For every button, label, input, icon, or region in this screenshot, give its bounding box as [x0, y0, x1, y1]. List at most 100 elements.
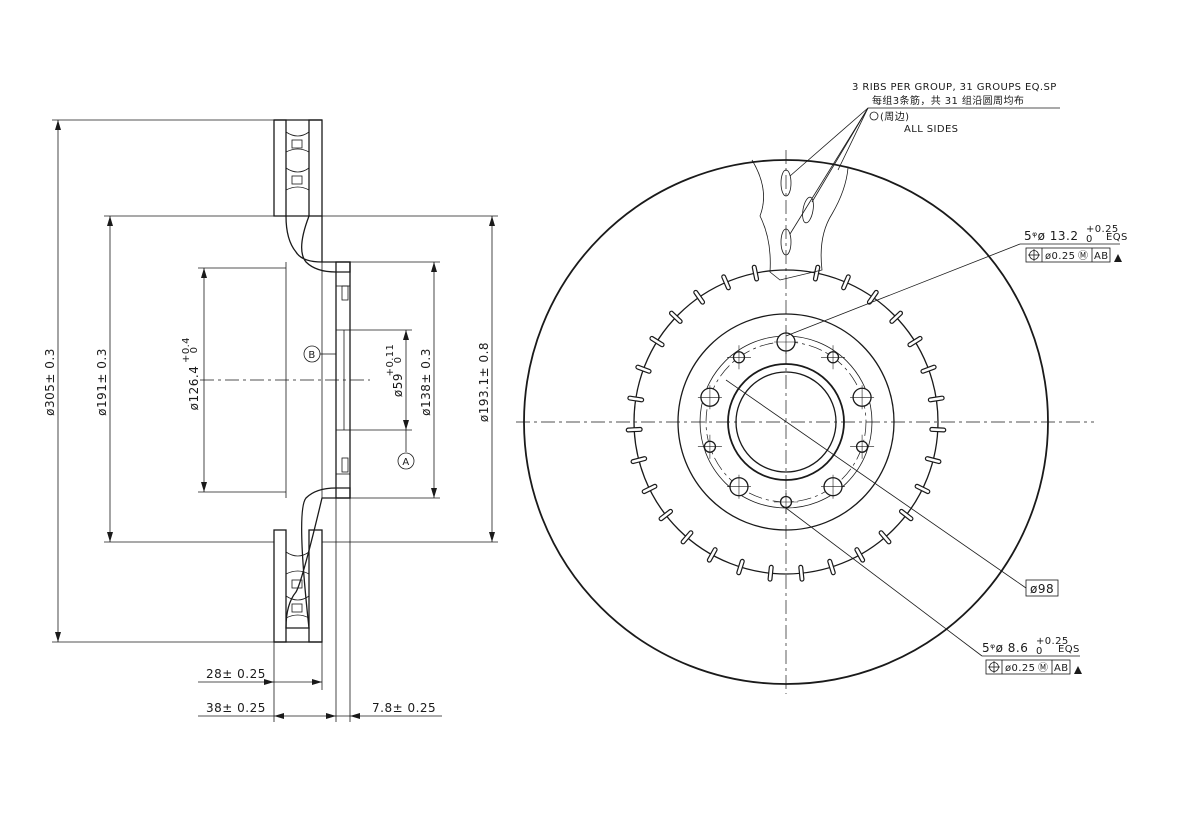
vent-slot-inner [930, 428, 946, 432]
dim-width-38: 38± 0.25 [198, 498, 337, 722]
rib-cutaway [751, 159, 849, 281]
side-view: ø305± 0.3 ø191± 0.3 ø126.4 +0.4 0 B [43, 119, 498, 722]
dim-d138-text: ø138± 0.3 [419, 348, 433, 416]
small-hole-fcf-datums: AB [1054, 663, 1069, 674]
vent-slot-inner [900, 510, 913, 521]
small-hole-eqs: EQS [1058, 644, 1080, 655]
rib-2 [802, 196, 814, 224]
datum-a: A [397, 440, 415, 470]
vent-slot-inner [908, 337, 922, 347]
lower-friction-ring-section [273, 529, 323, 643]
rib-note-en: 3 RIBS PER GROUP, 31 GROUPS EQ.SP [852, 82, 1057, 93]
dim-d59-text: ø59 [391, 373, 405, 397]
vent-slot-inner [768, 565, 773, 581]
large-hole-tol2: 0 [1086, 234, 1093, 245]
hat-outer-edge [677, 313, 895, 531]
large-hole-fcf-pos: ø0.25 [1045, 251, 1075, 262]
small-hole-callout: 5ᵠø 8.6 [982, 641, 1028, 655]
vent-slot-inner [631, 457, 646, 463]
dim-d138: ø138± 0.3 [350, 261, 440, 499]
vent-slot-inner [879, 531, 891, 544]
dim-width-28: 28± 0.25 [198, 642, 323, 722]
all-around-symbol [869, 111, 879, 121]
vent-slot-inner [814, 265, 820, 281]
large-hole-fcf-datums: AB [1094, 251, 1109, 262]
center-bore-inner [735, 371, 837, 473]
small-hole-fcf-pos: ø0.25 [1005, 663, 1035, 674]
small-hole-tol2: 0 [1036, 646, 1043, 657]
vent-slot-inner [694, 291, 704, 304]
datum-b-label: B [308, 350, 315, 361]
center-bore-outer [727, 363, 845, 481]
large-hole-callout: 5ᵠø 13.2 [1024, 229, 1079, 243]
vent-slot-inner [855, 548, 864, 562]
callout-pcd: ø98 [725, 379, 1059, 597]
large-hole-eqs: EQS [1106, 232, 1128, 243]
front-view: 3 RIBS PER GROUP, 31 GROUPS EQ.SP 每组3条筋，… [516, 82, 1128, 694]
dim-d193-text: ø193.1± 0.8 [477, 342, 491, 422]
callout-small-holes: 5ᵠø 8.6 +0.25 0 EQS ø0.25 Ⓜ AB [785, 507, 1082, 675]
rib-note-cn: 每组3条筋，共 31 组沿圆周均布 [872, 94, 1024, 107]
rib-note: 3 RIBS PER GROUP, 31 GROUPS EQ.SP 每组3条筋，… [789, 82, 1060, 235]
dim-d126: ø126.4 +0.4 0 [181, 267, 286, 493]
vent-slot-inner [828, 560, 835, 575]
triangle-marker-icon [1114, 254, 1122, 262]
small-hole-tol: +0.25 [1036, 636, 1069, 647]
vent-slot-inner [921, 365, 936, 373]
bolt-holes [697, 330, 875, 514]
disc-outer-edge [523, 159, 1049, 685]
rib-3 [780, 228, 792, 256]
vent-slot-inner [799, 565, 804, 581]
vent-slot-inner [708, 548, 717, 562]
dim-d126-tol2: 0 [189, 347, 200, 354]
dim-d305: ø305± 0.3 [43, 119, 274, 643]
vent-slot-inner [737, 560, 744, 575]
upper-friction-ring-section [273, 119, 323, 217]
vent-slot-inner [670, 311, 682, 323]
large-hole-fcf-mod: Ⓜ [1078, 250, 1088, 262]
dim-d191-text: ø191± 0.3 [95, 348, 109, 416]
dim-d305-text: ø305± 0.3 [43, 348, 57, 416]
large-hole-tol: +0.25 [1086, 224, 1119, 235]
vent-slot-inner [752, 265, 758, 281]
vent-slot-inner [929, 396, 944, 402]
vent-slot-inner [628, 396, 643, 402]
datum-b: B [303, 345, 336, 363]
dim-d191: ø191± 0.3 [95, 215, 274, 543]
datum-a-label: A [402, 457, 409, 468]
vent-slot-inner [926, 457, 941, 463]
vent-slot-inner [681, 531, 693, 544]
dim-width-38-text: 38± 0.25 [206, 701, 266, 715]
vent-slot-inner [626, 428, 642, 432]
upper-hat-neck [285, 215, 351, 273]
vent-slot-inner [890, 311, 902, 323]
dim-d126-text: ø126.4 [187, 366, 201, 411]
large-hole-fcf: ø0.25 Ⓜ AB [1025, 247, 1122, 263]
pcd-text: ø98 [1030, 582, 1054, 596]
vent-slot-inner [842, 275, 850, 290]
dim-d193: ø193.1± 0.8 [322, 215, 498, 543]
vent-slot-inner [722, 275, 730, 290]
vent-slot-inner [868, 291, 878, 304]
dim-width-28-text: 28± 0.25 [206, 667, 266, 681]
triangle-marker-icon [1074, 666, 1082, 674]
all-sides-cn: (周边) [880, 111, 909, 123]
all-sides-en: ALL SIDES [904, 124, 958, 135]
vent-slot-inner [915, 484, 930, 493]
dim-d126-tol: +0.4 [181, 337, 192, 363]
vent-slot-inner [642, 484, 657, 493]
vent-slots [625, 264, 947, 582]
callout-large-holes: 5ᵠø 13.2 +0.25 0 EQS ø0.25 Ⓜ AB [785, 224, 1128, 337]
dim-d59-tol2: 0 [393, 357, 404, 364]
vent-slot-inner [659, 510, 672, 521]
dim-width-78: 7.8± 0.25 [336, 498, 442, 722]
vent-slot-inner [650, 337, 664, 347]
small-hole-fcf-mod: Ⓜ [1038, 662, 1048, 674]
dim-width-78-text: 7.8± 0.25 [372, 701, 436, 715]
dim-d59: ø59 +0.11 0 [350, 329, 412, 440]
vent-slot-inner [636, 365, 651, 373]
small-hole-fcf: ø0.25 Ⓜ AB [985, 659, 1082, 675]
dim-d59-tol: +0.11 [385, 344, 396, 377]
friction-ring-inner-edge [633, 269, 939, 575]
